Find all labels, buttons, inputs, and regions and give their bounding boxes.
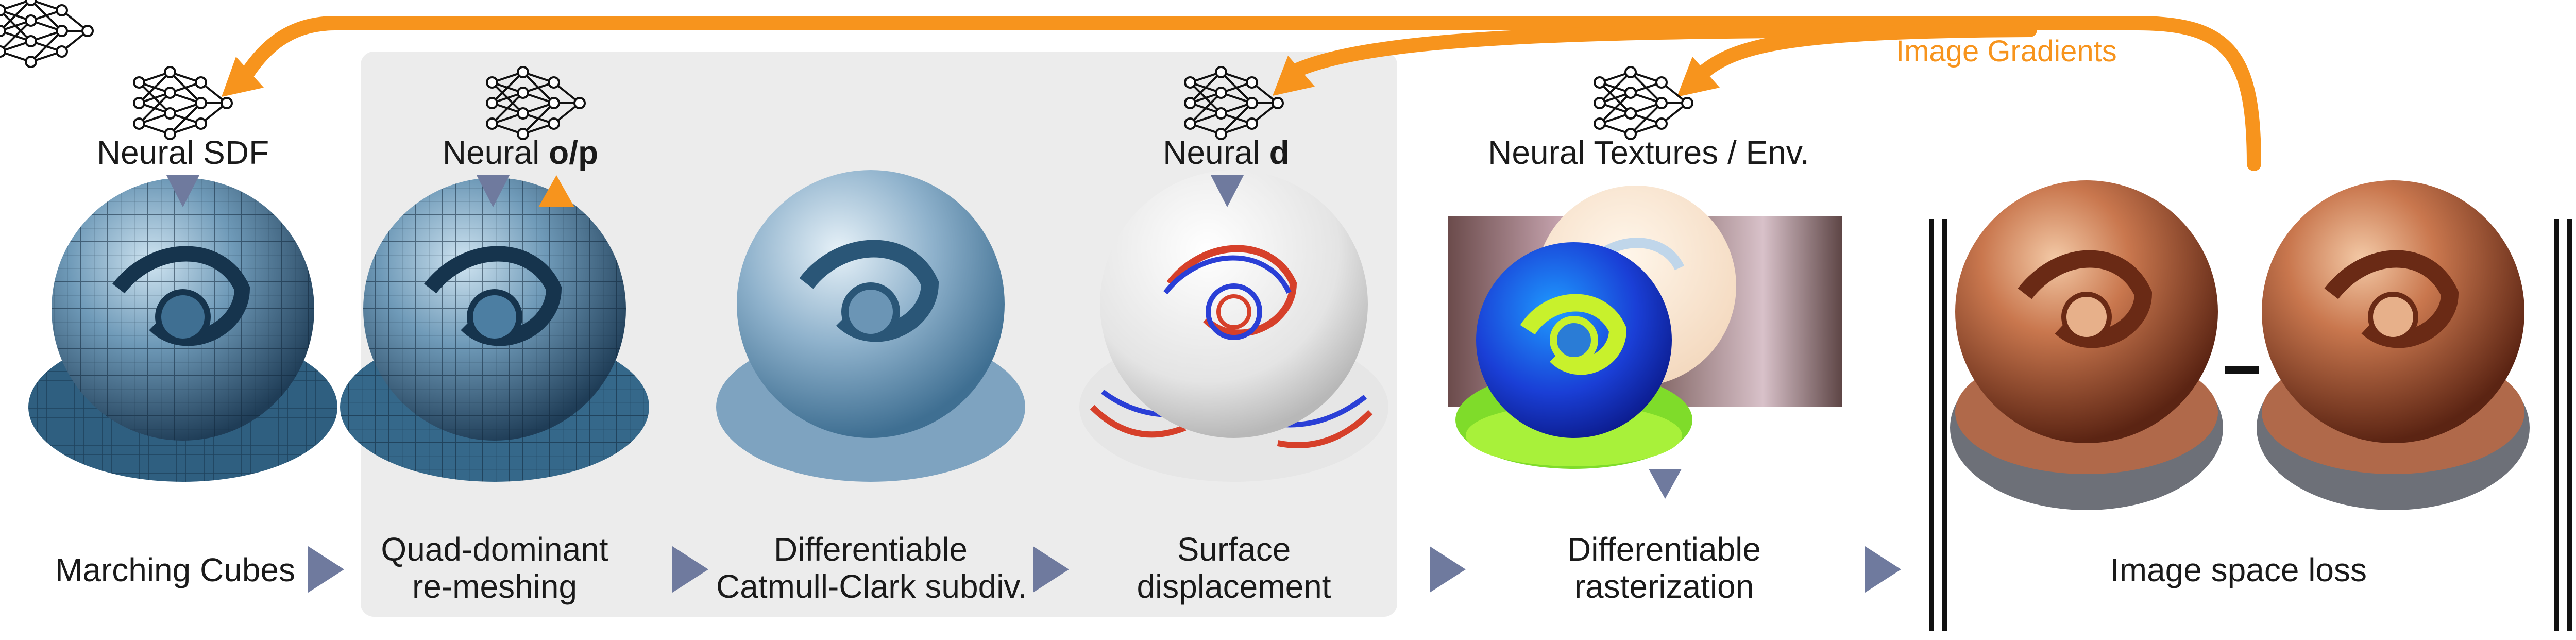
- neural-sdf-label: Neural SDF: [96, 134, 269, 171]
- target-copper-image: [2257, 180, 2530, 510]
- surface-displacement-label: Surface displacement: [1079, 531, 1388, 605]
- catmull-clark-line2: Catmull-Clark subdiv.: [716, 568, 1027, 605]
- arrowhead-to-sdf-icon: [222, 57, 264, 97]
- rasterization-line1: Differentiable: [1567, 531, 1761, 568]
- triangle-down-icon: [1649, 469, 1682, 499]
- rasterization-label: Differentiable rasterization: [1510, 531, 1819, 605]
- gradient-arrow-to-textures: [1690, 23, 2037, 85]
- marching-cubes-mesh-image: [28, 178, 337, 482]
- neural-op-prefix: Neural: [442, 134, 549, 171]
- neural-network-icon: [1594, 66, 1693, 140]
- image-gradients-label: Image Gradients: [1896, 35, 2117, 68]
- neural-network-icon: [133, 66, 233, 140]
- image-gradient-arrows: [238, 16, 2261, 171]
- step-chevrons: [308, 546, 1901, 593]
- neural-network-icon: [0, 0, 94, 68]
- rendered-copper-image: [1950, 180, 2223, 510]
- gradient-arrow-main: [238, 16, 2261, 171]
- arrowhead-to-d-icon: [1273, 56, 1315, 96]
- neural-network-icon: [486, 66, 586, 140]
- catmull-clark-label: Differentiable Catmull-Clark subdiv.: [716, 531, 1027, 605]
- flow-triangles: [166, 175, 1682, 499]
- minus-sign: [2225, 366, 2259, 374]
- neural-textures-label: Neural Textures / Env.: [1488, 134, 1809, 171]
- neural-textures-composite-image: [1448, 186, 1842, 469]
- neural-op-label: Neural o/p: [340, 134, 701, 171]
- surface-displacement-line2: displacement: [1137, 568, 1331, 605]
- quad-remeshing-line1: Quad-dominant: [381, 531, 608, 568]
- triangle-down-icon: [477, 175, 510, 207]
- image-space-loss-label: Image space loss: [2110, 551, 2367, 588]
- triangle-down-icon: [1211, 175, 1244, 207]
- neural-d-symbol: d: [1269, 134, 1290, 171]
- surface-displacement-line1: Surface: [1177, 531, 1291, 568]
- neural-d-label: Neural d: [1046, 134, 1406, 171]
- chevron-right-icon: [1865, 546, 1901, 593]
- triangle-up-icon: [538, 175, 574, 207]
- catmull-clark-smooth-image: [716, 170, 1025, 482]
- marching-cubes-label: Marching Cubes: [55, 551, 295, 588]
- chevron-right-icon: [308, 546, 344, 593]
- chevron-right-icon: [1033, 546, 1069, 593]
- quad-remeshing-label: Quad-dominant re-meshing: [340, 531, 649, 605]
- neural-network-icon: [1184, 66, 1284, 140]
- image-loss-norm: [1929, 219, 2572, 631]
- chevron-right-icon: [1430, 546, 1466, 593]
- arrowhead-to-texture-icon: [1677, 57, 1720, 97]
- neural-d-prefix: Neural: [1163, 134, 1269, 171]
- surface-displacement-image: [1079, 170, 1388, 482]
- quad-remeshing-line2: re-meshing: [412, 568, 578, 605]
- catmull-clark-line1: Differentiable: [774, 531, 968, 568]
- neural-op-symbol: o/p: [549, 134, 599, 171]
- quad-remesh-image: [340, 178, 649, 482]
- gradient-arrowheads: [222, 56, 1720, 97]
- chevron-right-icon: [672, 546, 708, 593]
- rasterization-line2: rasterization: [1574, 568, 1754, 605]
- triangle-down-icon: [166, 175, 199, 207]
